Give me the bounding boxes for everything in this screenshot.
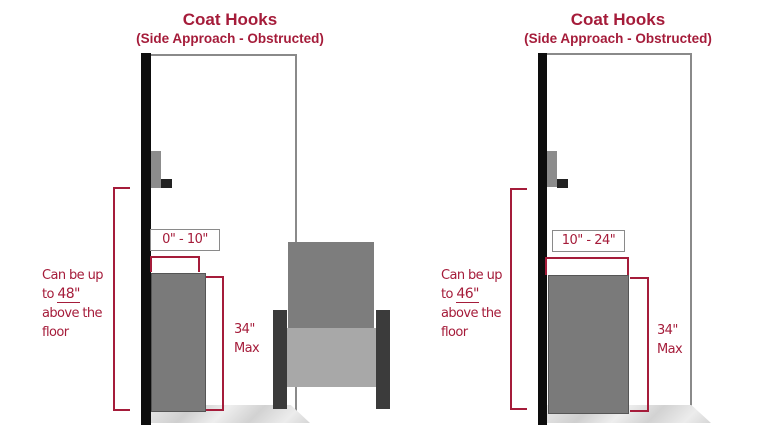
subtitle-text: (Side Approach - Obstructed) bbox=[136, 31, 324, 46]
diagram-2-title: Coat Hooks (Side Approach - Obstructed) bbox=[508, 10, 728, 48]
height-bracket bbox=[113, 187, 115, 411]
wheelchair-wheel-right bbox=[376, 310, 390, 409]
reach-bracket bbox=[545, 257, 629, 275]
height-note: Can be up to 48" above the floor bbox=[42, 266, 122, 342]
obstruction-height-value: 34" bbox=[234, 322, 255, 337]
hook-plate bbox=[547, 151, 557, 187]
obstruction-height-bracket bbox=[630, 277, 649, 412]
note-to: to bbox=[42, 287, 54, 302]
coat-hook-icon bbox=[161, 179, 172, 188]
title-text: Coat Hooks bbox=[182, 10, 278, 29]
diagram-1-title: Coat Hooks (Side Approach - Obstructed) bbox=[120, 10, 340, 48]
height-value: 48" bbox=[57, 286, 80, 303]
bracket-tick-top bbox=[510, 188, 527, 190]
reach-range-box: 10" - 24" bbox=[552, 230, 625, 252]
obstruction-height-label: 34" Max bbox=[657, 321, 683, 359]
note-line: Can be up bbox=[42, 268, 103, 283]
subtitle-text: (Side Approach - Obstructed) bbox=[524, 31, 712, 46]
obstruction-height-max: Max bbox=[234, 341, 260, 356]
height-note: Can be up to 46" above the floor bbox=[441, 266, 521, 342]
note-line: Can be up bbox=[441, 268, 502, 283]
reach-range-box: 0" - 10" bbox=[150, 229, 220, 251]
wheelchair-wheel-left bbox=[273, 310, 287, 409]
height-value: 46" bbox=[456, 286, 479, 303]
obstruction-height-bracket bbox=[206, 276, 224, 411]
obstruction-height-max: Max bbox=[657, 342, 683, 357]
note-line: floor bbox=[42, 325, 69, 340]
obstruction-cabinet bbox=[151, 273, 206, 412]
bracket-tick-top bbox=[113, 187, 130, 189]
obstruction-cabinet bbox=[548, 275, 629, 414]
title-text: Coat Hooks bbox=[570, 10, 666, 29]
note-line: floor bbox=[441, 325, 468, 340]
bracket-tick-bottom bbox=[510, 408, 527, 410]
note-to: to bbox=[441, 287, 453, 302]
note-line: above the bbox=[441, 306, 502, 321]
bracket-tick-bottom bbox=[113, 409, 130, 411]
coat-hook-icon bbox=[557, 179, 568, 188]
note-line: to 48" bbox=[42, 285, 122, 304]
hook-plate bbox=[151, 151, 161, 188]
wall bbox=[538, 53, 547, 425]
note-line: above the bbox=[42, 306, 103, 321]
note-line: to 46" bbox=[441, 285, 521, 304]
wheelchair-seat bbox=[287, 328, 376, 387]
obstruction-height-label: 34" Max bbox=[234, 320, 260, 358]
obstruction-height-value: 34" bbox=[657, 323, 678, 338]
wheelchair-back bbox=[288, 242, 374, 328]
reach-bracket bbox=[150, 256, 200, 272]
wall bbox=[141, 53, 151, 425]
height-bracket bbox=[510, 188, 512, 410]
